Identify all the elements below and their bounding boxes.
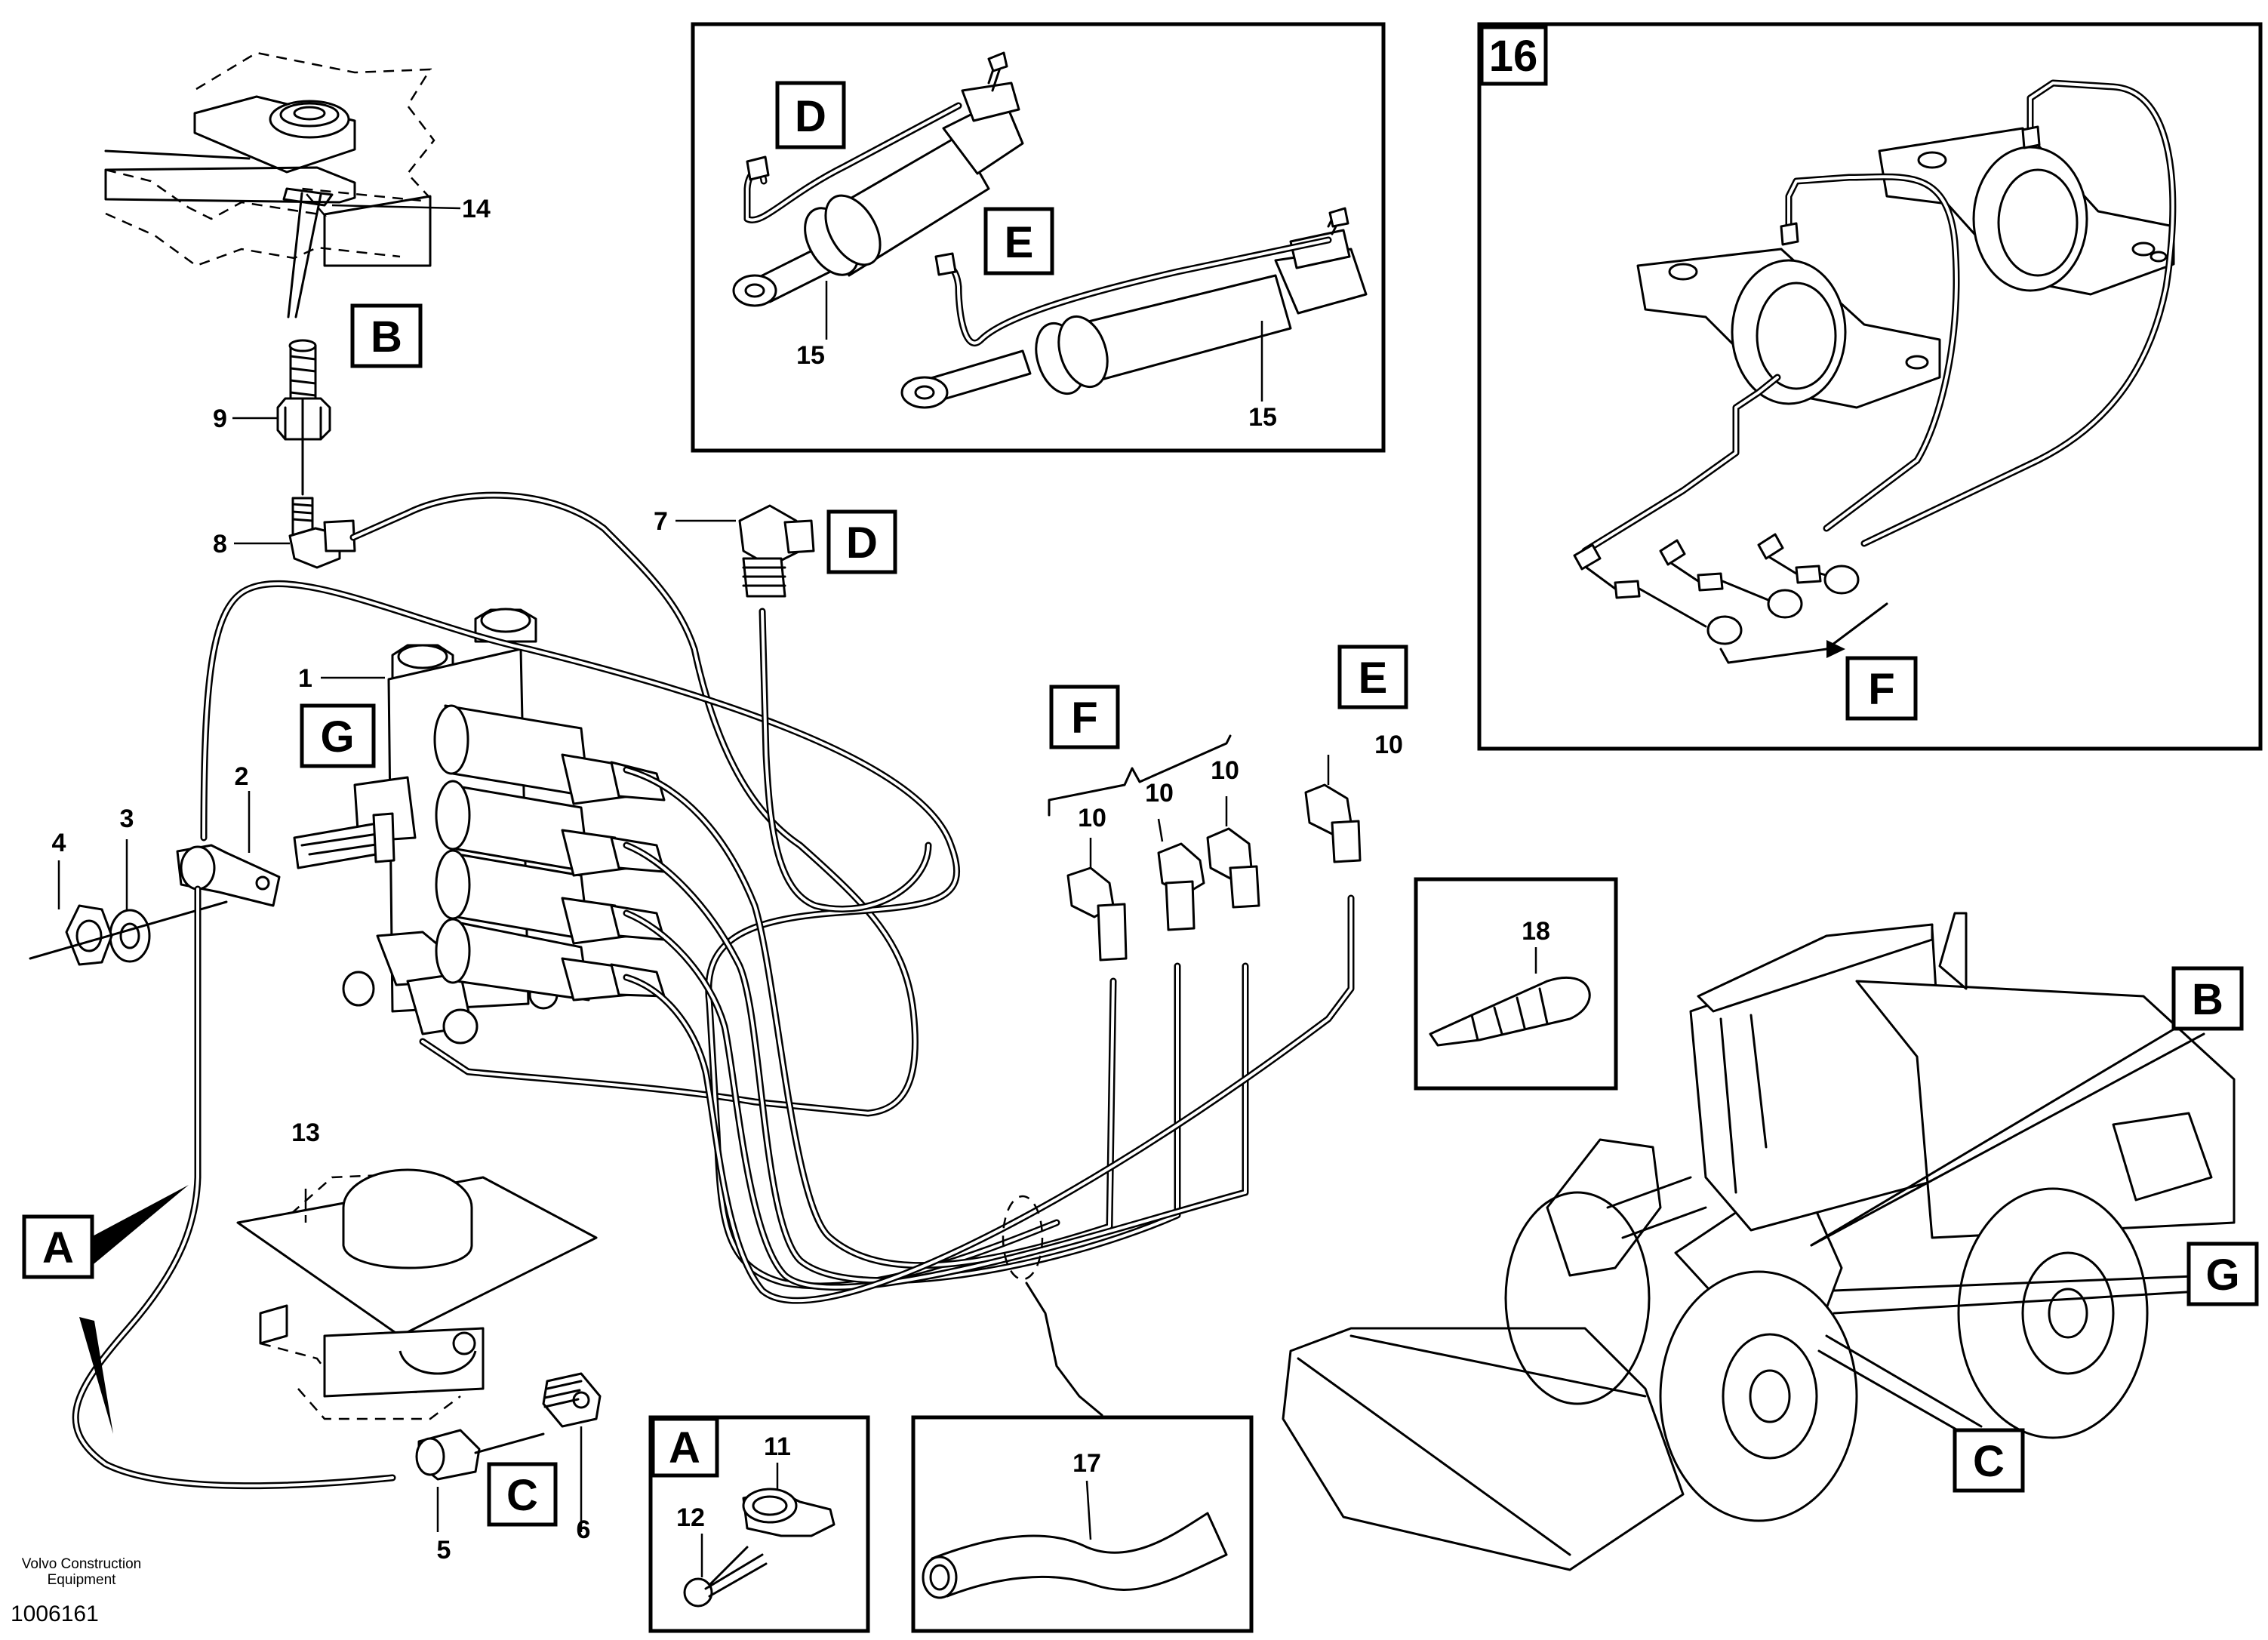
inset-frame-16-bearings: [1477, 22, 2263, 751]
callout-10-f2: 10: [1078, 804, 1106, 832]
swivel-joint-13: [236, 1168, 598, 1420]
wheel-loader-illustration: [1282, 912, 2236, 1571]
fitting-6: [542, 1372, 602, 1428]
label-box-d-inset: D: [775, 81, 846, 149]
inset-frame-a-clamp: [648, 1415, 870, 1633]
grease-tubes: [72, 491, 1355, 1490]
callout-15-e: 15: [1248, 403, 1277, 432]
nut-4: [29, 860, 228, 966]
inset-frame-cylinders: [691, 22, 1386, 453]
clamp-11-screw-12: [683, 1488, 835, 1608]
letter-g-loader: G: [2205, 1251, 2239, 1300]
letter-g: G: [320, 712, 354, 762]
fitting-5: [415, 1429, 545, 1481]
callout-11: 11: [764, 1432, 791, 1461]
letter-a-main: A: [42, 1223, 74, 1272]
label-box-a-inset: A: [651, 1417, 719, 1478]
grease-nipple-mount-14: [104, 51, 461, 318]
callout-10-f4: 10: [1211, 756, 1239, 785]
callout-8: 8: [213, 530, 227, 558]
elbow-fittings-10: [1066, 783, 1362, 962]
callout-1: 1: [298, 664, 312, 693]
label-box-d-main: D: [826, 509, 897, 574]
callout-3: 3: [120, 805, 134, 833]
letter-c-main: C: [506, 1471, 538, 1520]
inset-frame-17-hose: [911, 1415, 1254, 1633]
number-16: 16: [1489, 32, 1538, 81]
label-box-f-main: F: [1049, 685, 1120, 749]
bearing-housings-16: [1636, 127, 2175, 409]
letter-a-inset: A: [669, 1423, 700, 1472]
callout-9: 9: [213, 405, 227, 433]
callout-4: 4: [52, 829, 66, 857]
label-box-e-inset: E: [983, 207, 1054, 275]
protective-hose-17: [922, 1512, 1228, 1599]
letter-f-inset: F: [1868, 665, 1894, 714]
letter-e-main: E: [1359, 654, 1388, 703]
elbow-fitting-7: [675, 504, 815, 598]
grease-nipple-9: [232, 339, 331, 441]
hydraulic-cylinder-e: [900, 207, 1368, 409]
label-box-c-loader: C: [1953, 1428, 2025, 1493]
label-box-g: G: [300, 703, 376, 768]
label-box-f-inset: F: [1845, 656, 1918, 721]
clamp-2: [176, 791, 281, 907]
pointer-a: [75, 1185, 189, 1434]
callout-2: 2: [235, 762, 249, 791]
bearing-line-fittings: [1573, 533, 1888, 664]
callout-13: 13: [291, 1118, 320, 1147]
inset-frame-18-cable-tie: [1414, 877, 1618, 1091]
label-box-16: 16: [1479, 25, 1548, 86]
publisher-line-2: Equipment: [48, 1572, 117, 1588]
callout-14: 14: [462, 195, 491, 223]
hydraulic-cylinder-d: [732, 51, 1024, 340]
leader-lines: [304, 734, 1330, 1532]
bearing-grease-lines: [1581, 79, 2177, 555]
callout-5: 5: [437, 1536, 451, 1565]
callout-10-e: 10: [1374, 731, 1403, 759]
callout-10-f3: 10: [1145, 779, 1174, 808]
letter-d-inset: D: [795, 92, 826, 141]
letter-b-loader: B: [2192, 975, 2223, 1024]
callout-6: 6: [577, 1515, 591, 1544]
letter-c-loader: C: [1973, 1437, 2005, 1486]
callout-12: 12: [676, 1503, 705, 1532]
callout-18: 18: [1522, 917, 1550, 946]
callout-17: 17: [1072, 1449, 1101, 1478]
letter-e-inset: E: [1005, 218, 1034, 267]
letter-b-top: B: [371, 312, 402, 362]
elbow-fitting-8: [234, 438, 356, 569]
label-box-b-top: B: [350, 303, 423, 368]
callout-15-d: 15: [796, 341, 825, 370]
callout-7: 7: [654, 507, 668, 536]
label-box-g-loader: G: [2186, 1242, 2259, 1306]
letter-f-main: F: [1071, 694, 1097, 743]
letter-d-main: D: [846, 518, 878, 568]
figure-number: 1006161: [11, 1602, 99, 1626]
washer-3: [109, 839, 151, 963]
cable-tie-18: [1429, 976, 1591, 1047]
loader-pointers: [1810, 1010, 2213, 1443]
publisher-line-1: Volvo Construction: [22, 1556, 141, 1572]
label-box-e-main: E: [1337, 645, 1408, 709]
label-box-a-main: A: [22, 1214, 94, 1279]
label-box-b-loader: B: [2171, 966, 2244, 1031]
label-box-c-main: C: [487, 1462, 558, 1527]
